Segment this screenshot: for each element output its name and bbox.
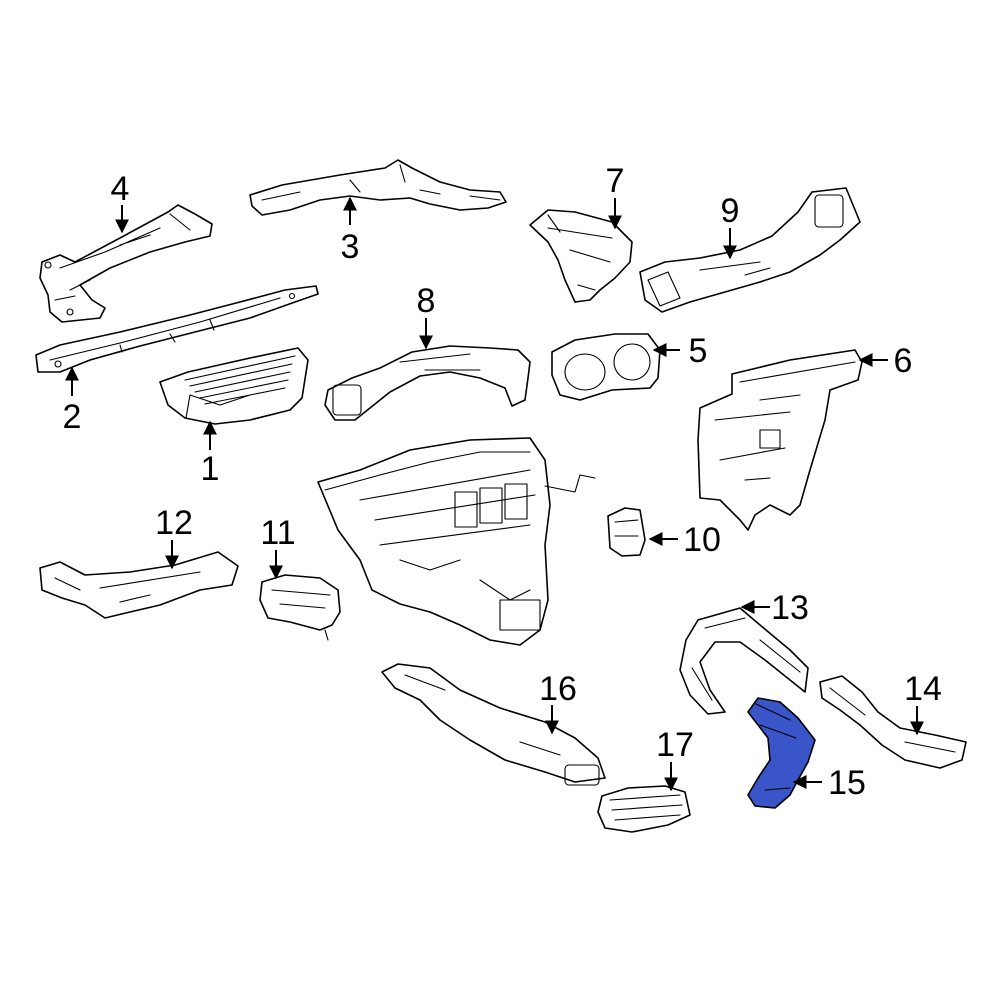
callout-leaders bbox=[65, 196, 924, 792]
callout-10: 10 bbox=[683, 521, 721, 559]
hvac-assembly bbox=[317, 437, 596, 646]
part-17-vent bbox=[597, 785, 691, 833]
callout-9: 9 bbox=[721, 192, 740, 230]
part-11-duct bbox=[259, 574, 341, 641]
callout-12: 12 bbox=[155, 504, 193, 542]
callout-2: 2 bbox=[63, 398, 82, 436]
part-6-case bbox=[697, 349, 863, 531]
part-16-duct bbox=[381, 663, 606, 786]
part-2-bracket bbox=[35, 285, 319, 373]
part-12-duct bbox=[39, 551, 239, 619]
callout-16: 16 bbox=[539, 670, 577, 708]
part-15-duct-highlighted bbox=[747, 697, 816, 809]
part-10-bracket bbox=[607, 507, 646, 557]
callout-14: 14 bbox=[904, 670, 942, 708]
part-7-duct bbox=[529, 209, 633, 303]
callout-17: 17 bbox=[656, 726, 694, 764]
callout-11: 11 bbox=[260, 514, 295, 552]
part-14-duct bbox=[819, 675, 967, 769]
part-3-duct bbox=[249, 159, 507, 216]
part-13-duct bbox=[679, 607, 809, 715]
part-9-duct bbox=[639, 187, 861, 313]
callout-7: 7 bbox=[606, 162, 625, 200]
callout-5: 5 bbox=[689, 332, 708, 370]
part-5-vents bbox=[551, 333, 661, 401]
callout-6: 6 bbox=[894, 342, 913, 380]
part-8-duct bbox=[324, 345, 531, 421]
callout-4: 4 bbox=[111, 170, 130, 208]
part-1-vent bbox=[159, 347, 309, 425]
callout-13: 13 bbox=[771, 589, 809, 627]
part-4-duct bbox=[39, 204, 213, 323]
callout-1: 1 bbox=[201, 450, 220, 488]
callout-3: 3 bbox=[341, 228, 360, 266]
callout-8: 8 bbox=[417, 282, 436, 320]
callout-15: 15 bbox=[828, 764, 866, 802]
callout-labels: 1 2 3 4 5 6 7 8 9 10 11 12 13 14 15 16 1… bbox=[63, 162, 942, 802]
